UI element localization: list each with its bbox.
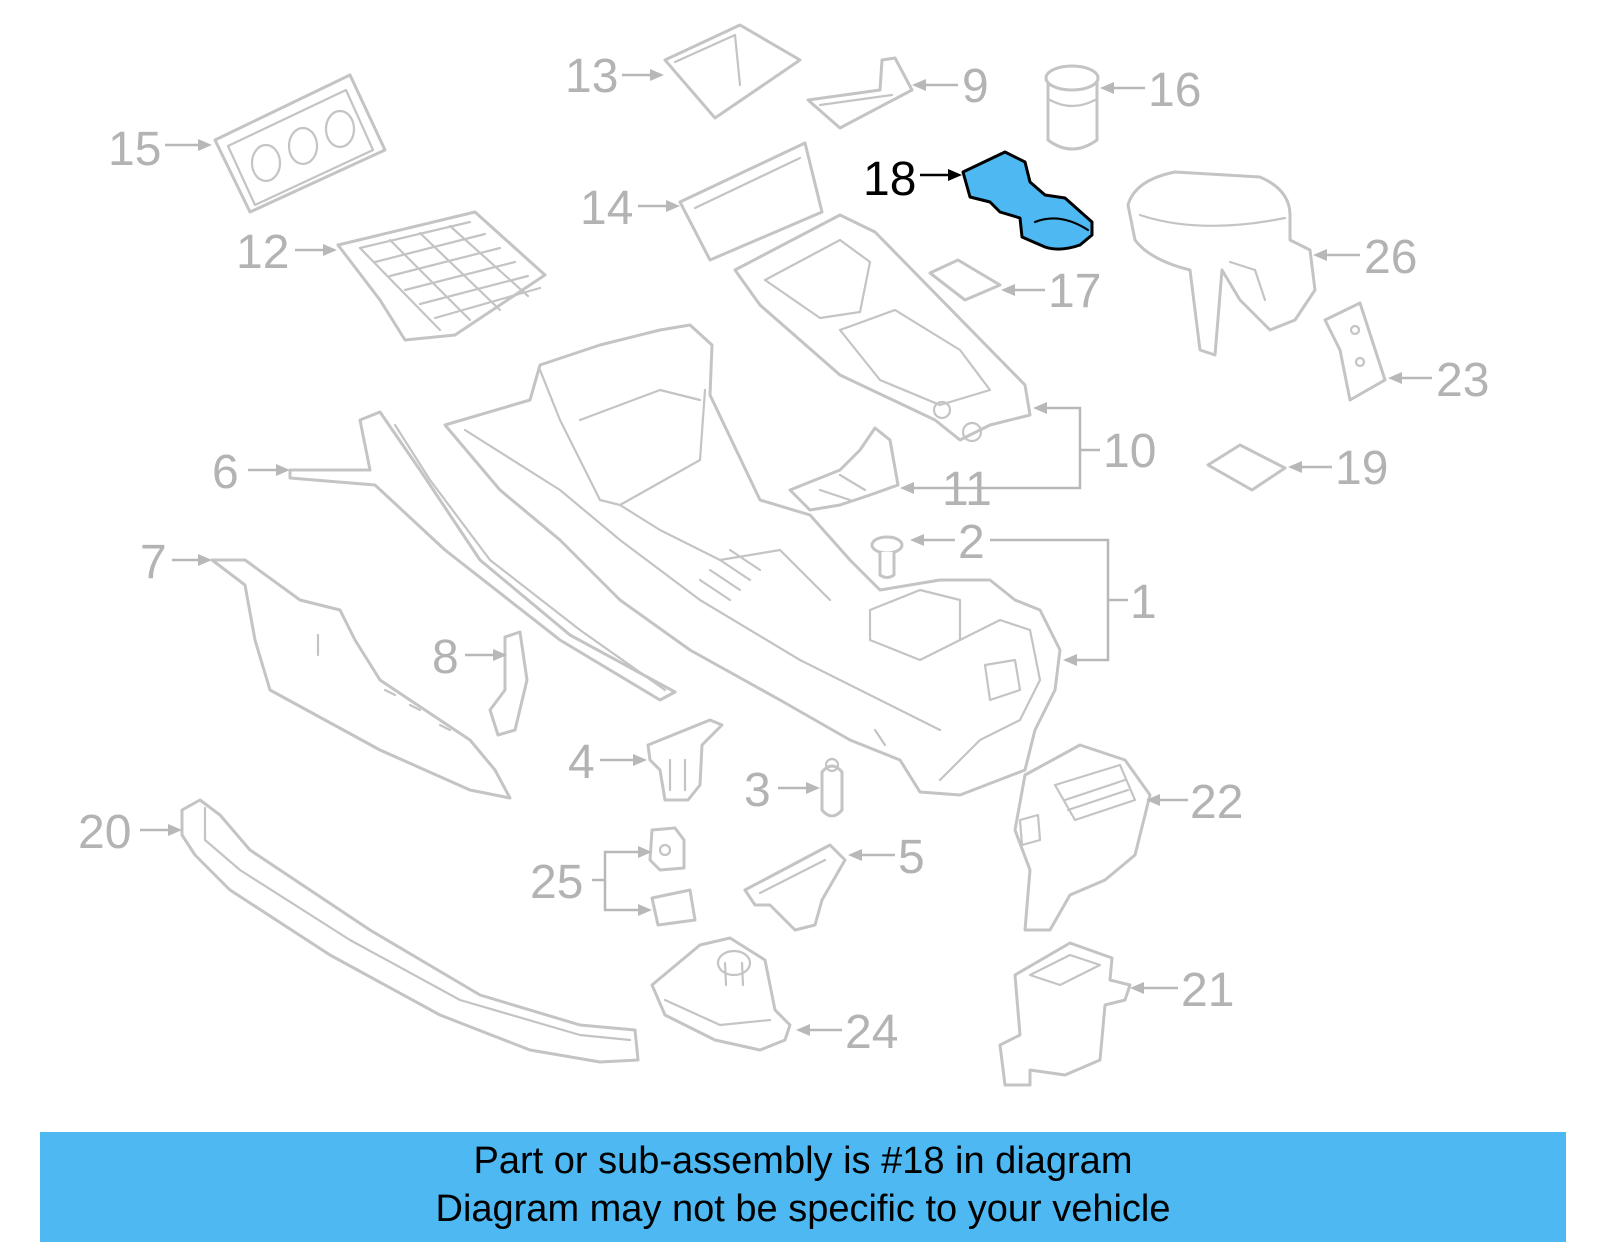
- callout-3: 3: [744, 764, 771, 817]
- part-23-bracket: [1323, 301, 1387, 402]
- banner-part-line: Part or sub-assembly is #18 in diagram: [473, 1140, 1133, 1182]
- callout-9: 9: [962, 60, 989, 113]
- part-8-bracket: [488, 630, 529, 737]
- part-1-console-body: [443, 323, 1062, 797]
- callout-26: 26: [1364, 231, 1417, 284]
- callout-1: 1: [1130, 576, 1157, 629]
- part-26-armrest: [1126, 170, 1317, 357]
- callout-13: 13: [565, 50, 618, 103]
- callout-7: 7: [140, 536, 167, 589]
- callout-8: 8: [432, 631, 459, 684]
- part-22-rear-vent: [1013, 743, 1152, 932]
- part-4-clip-bracket: [646, 718, 724, 802]
- part-15-switch-panel: [213, 73, 387, 214]
- part-11-bracket: [788, 426, 900, 512]
- callout-23: 23: [1436, 354, 1489, 407]
- part-21-small-duct: [998, 941, 1132, 1087]
- callout-22: 22: [1190, 776, 1243, 829]
- callout-16: 16: [1148, 64, 1201, 117]
- part-5-trim-piece: [743, 843, 847, 932]
- part-19-pad: [1206, 443, 1287, 492]
- callout-25: 25: [530, 856, 583, 909]
- part-20-air-duct: [180, 798, 640, 1064]
- part-13-tray-liner: [663, 23, 802, 120]
- part-9-trim-strip: [806, 56, 914, 130]
- info-banner: Part or sub-assembly is #18 in diagram D…: [40, 1132, 1566, 1242]
- callout-11: 11: [942, 463, 992, 516]
- part-18-insert-highlighted: [961, 150, 1094, 251]
- callout-2: 2: [958, 516, 985, 569]
- part-24-gear-selector: [650, 936, 792, 1052]
- callout-4: 4: [568, 736, 595, 789]
- part-12-storage-pocket: [336, 210, 547, 342]
- part-6-side-trim: [288, 410, 677, 702]
- callout-labels: 13 9 16 15 18 14 12 26 17 23 10 19 6 11 …: [78, 50, 1489, 1059]
- callout-21: 21: [1181, 964, 1234, 1017]
- part-14-lid-panel: [678, 141, 824, 262]
- callout-14: 14: [580, 182, 633, 235]
- part-25-clips: [648, 826, 697, 927]
- banner-disclaimer-line: Diagram may not be specific to your vehi…: [435, 1188, 1171, 1230]
- part-7-side-panel: [210, 558, 512, 800]
- callout-17: 17: [1048, 265, 1101, 318]
- callout-15: 15: [108, 123, 161, 176]
- callout-leaders: [140, 69, 1432, 1036]
- part-10-console-trim: [733, 213, 1032, 443]
- callout-18: 18: [863, 153, 916, 206]
- callout-19: 19: [1335, 442, 1388, 495]
- callout-12: 12: [236, 226, 289, 279]
- callout-10: 10: [1103, 425, 1156, 478]
- part-17-pad: [928, 258, 1002, 302]
- callout-5: 5: [898, 831, 925, 884]
- part-16-cup-holder: [1044, 64, 1100, 151]
- part-3-plug: [820, 757, 844, 818]
- part-2-clip: [870, 535, 904, 579]
- callout-20: 20: [78, 806, 131, 859]
- callout-6: 6: [212, 446, 239, 499]
- callout-24: 24: [845, 1006, 898, 1059]
